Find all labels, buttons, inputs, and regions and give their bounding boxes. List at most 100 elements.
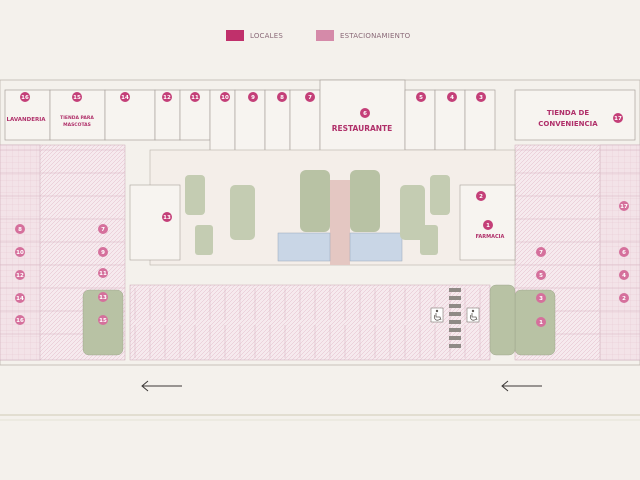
badge-number: 9 <box>101 250 105 256</box>
garden-bed <box>300 170 330 232</box>
badge: 14 <box>120 92 130 102</box>
badge: 9 <box>98 247 108 257</box>
crossing-stripe <box>449 312 461 316</box>
wheelchair-icon <box>466 307 480 323</box>
pool-left <box>277 232 331 262</box>
badge: 1 <box>483 220 493 230</box>
crossing-stripe <box>449 288 461 292</box>
badges: 16 15 14 12 11 10 9 8 7 6 5 4 3 17 8 10 … <box>15 92 629 327</box>
badge: 3 <box>476 92 486 102</box>
badge-number: 10 <box>221 95 229 101</box>
garden-bed <box>420 225 438 255</box>
badge: 7 <box>536 247 546 257</box>
badge: 6 <box>619 247 629 257</box>
badge-number: 3 <box>479 95 483 101</box>
crossing-stripe <box>449 336 461 340</box>
badge: 17 <box>613 113 623 123</box>
legend: LOCALES ESTACIONAMIENTO <box>0 30 640 48</box>
badge-number: 7 <box>539 250 543 256</box>
label-lavanderia: LAVANDERIA <box>7 117 47 123</box>
garden-bed <box>400 185 425 240</box>
badge-number: 11 <box>191 95 199 101</box>
crossing-stripe <box>449 304 461 308</box>
badge-number: 6 <box>622 250 626 256</box>
legend-label-estacionamiento: ESTACIONAMIENTO <box>340 31 411 40</box>
label-restaurante: RESTAURANTE <box>332 124 393 133</box>
wheelchair-icon <box>430 307 444 323</box>
badge: 8 <box>15 224 25 234</box>
badge: 16 <box>15 315 25 325</box>
badge-number: 8 <box>280 95 284 101</box>
label-tienda-mascotas-2: MASCOTAS <box>63 122 91 128</box>
label-tienda-conveniencia-2: CONVENIENCIA <box>538 120 598 128</box>
badge-number: 13 <box>99 295 107 301</box>
legend-item-estacionamiento: ESTACIONAMIENTO <box>316 30 410 41</box>
label-tienda-conveniencia-1: TIENDA DE <box>547 109 589 117</box>
badge-number: 3 <box>539 296 543 302</box>
badge: 2 <box>619 293 629 303</box>
badge-number: 1 <box>539 320 543 326</box>
badge-number: 13 <box>163 215 171 221</box>
badge: 10 <box>220 92 230 102</box>
badge: 9 <box>248 92 258 102</box>
badge-number: 7 <box>101 227 105 233</box>
badge-number: 6 <box>363 111 367 117</box>
badge-number: 5 <box>539 273 543 279</box>
legend-swatch-estacionamiento <box>316 30 334 41</box>
badge-number: 15 <box>73 95 81 101</box>
badge-number: 17 <box>614 116 622 122</box>
badge: 5 <box>536 270 546 280</box>
garden-bed <box>195 225 213 255</box>
badge: 11 <box>98 268 108 278</box>
badge: 10 <box>15 247 25 257</box>
badge: 14 <box>15 293 25 303</box>
garden-bed <box>430 175 450 215</box>
badge-number: 12 <box>16 273 24 279</box>
label-tienda-mascotas-1: TIENDA PARA <box>60 115 94 121</box>
side-wings <box>129 184 516 261</box>
badge-number: 11 <box>99 271 107 277</box>
badge-number: 10 <box>16 250 24 256</box>
badge: 1 <box>536 317 546 327</box>
badge: 16 <box>20 92 30 102</box>
pool-right <box>349 232 403 262</box>
garden-bed <box>230 185 255 240</box>
badge: 7 <box>98 224 108 234</box>
central-plaza <box>149 149 516 266</box>
pedestrian-crossing <box>449 288 461 348</box>
badge-number: 7 <box>308 95 312 101</box>
label-farmacia: FARMACIA <box>476 234 505 240</box>
badge-number: 9 <box>251 95 255 101</box>
badge-number: 12 <box>163 95 171 101</box>
garden-bed <box>185 175 205 215</box>
garden-bed <box>350 170 380 232</box>
badge-number: 1 <box>486 223 490 229</box>
badge: 13 <box>98 292 108 302</box>
badge-number: 4 <box>450 95 454 101</box>
badge-number: 14 <box>121 95 129 101</box>
badge: 13 <box>162 212 172 222</box>
legend-label-locales: LOCALES <box>250 31 284 40</box>
badge-number: 15 <box>99 318 107 324</box>
arrow-left-icon <box>501 380 542 392</box>
badge: 4 <box>619 270 629 280</box>
crossing-stripe <box>449 320 461 324</box>
badge: 3 <box>536 293 546 303</box>
badge-number: 2 <box>622 296 626 302</box>
legend-item-locales: LOCALES <box>226 30 283 41</box>
badge-number: 17 <box>620 204 628 210</box>
badge: 12 <box>15 270 25 280</box>
badge: 11 <box>190 92 200 102</box>
store-labels: LAVANDERIA TIENDA PARA MASCOTAS RESTAURA… <box>7 109 599 240</box>
badge-number: 14 <box>16 296 24 302</box>
badge-number: 16 <box>21 95 29 101</box>
badge: 15 <box>98 315 108 325</box>
badge: 5 <box>416 92 426 102</box>
badge: 17 <box>619 201 629 211</box>
badge: 15 <box>72 92 82 102</box>
badge-number: 2 <box>479 194 483 200</box>
badge: 6 <box>360 108 370 118</box>
badge: 12 <box>162 92 172 102</box>
